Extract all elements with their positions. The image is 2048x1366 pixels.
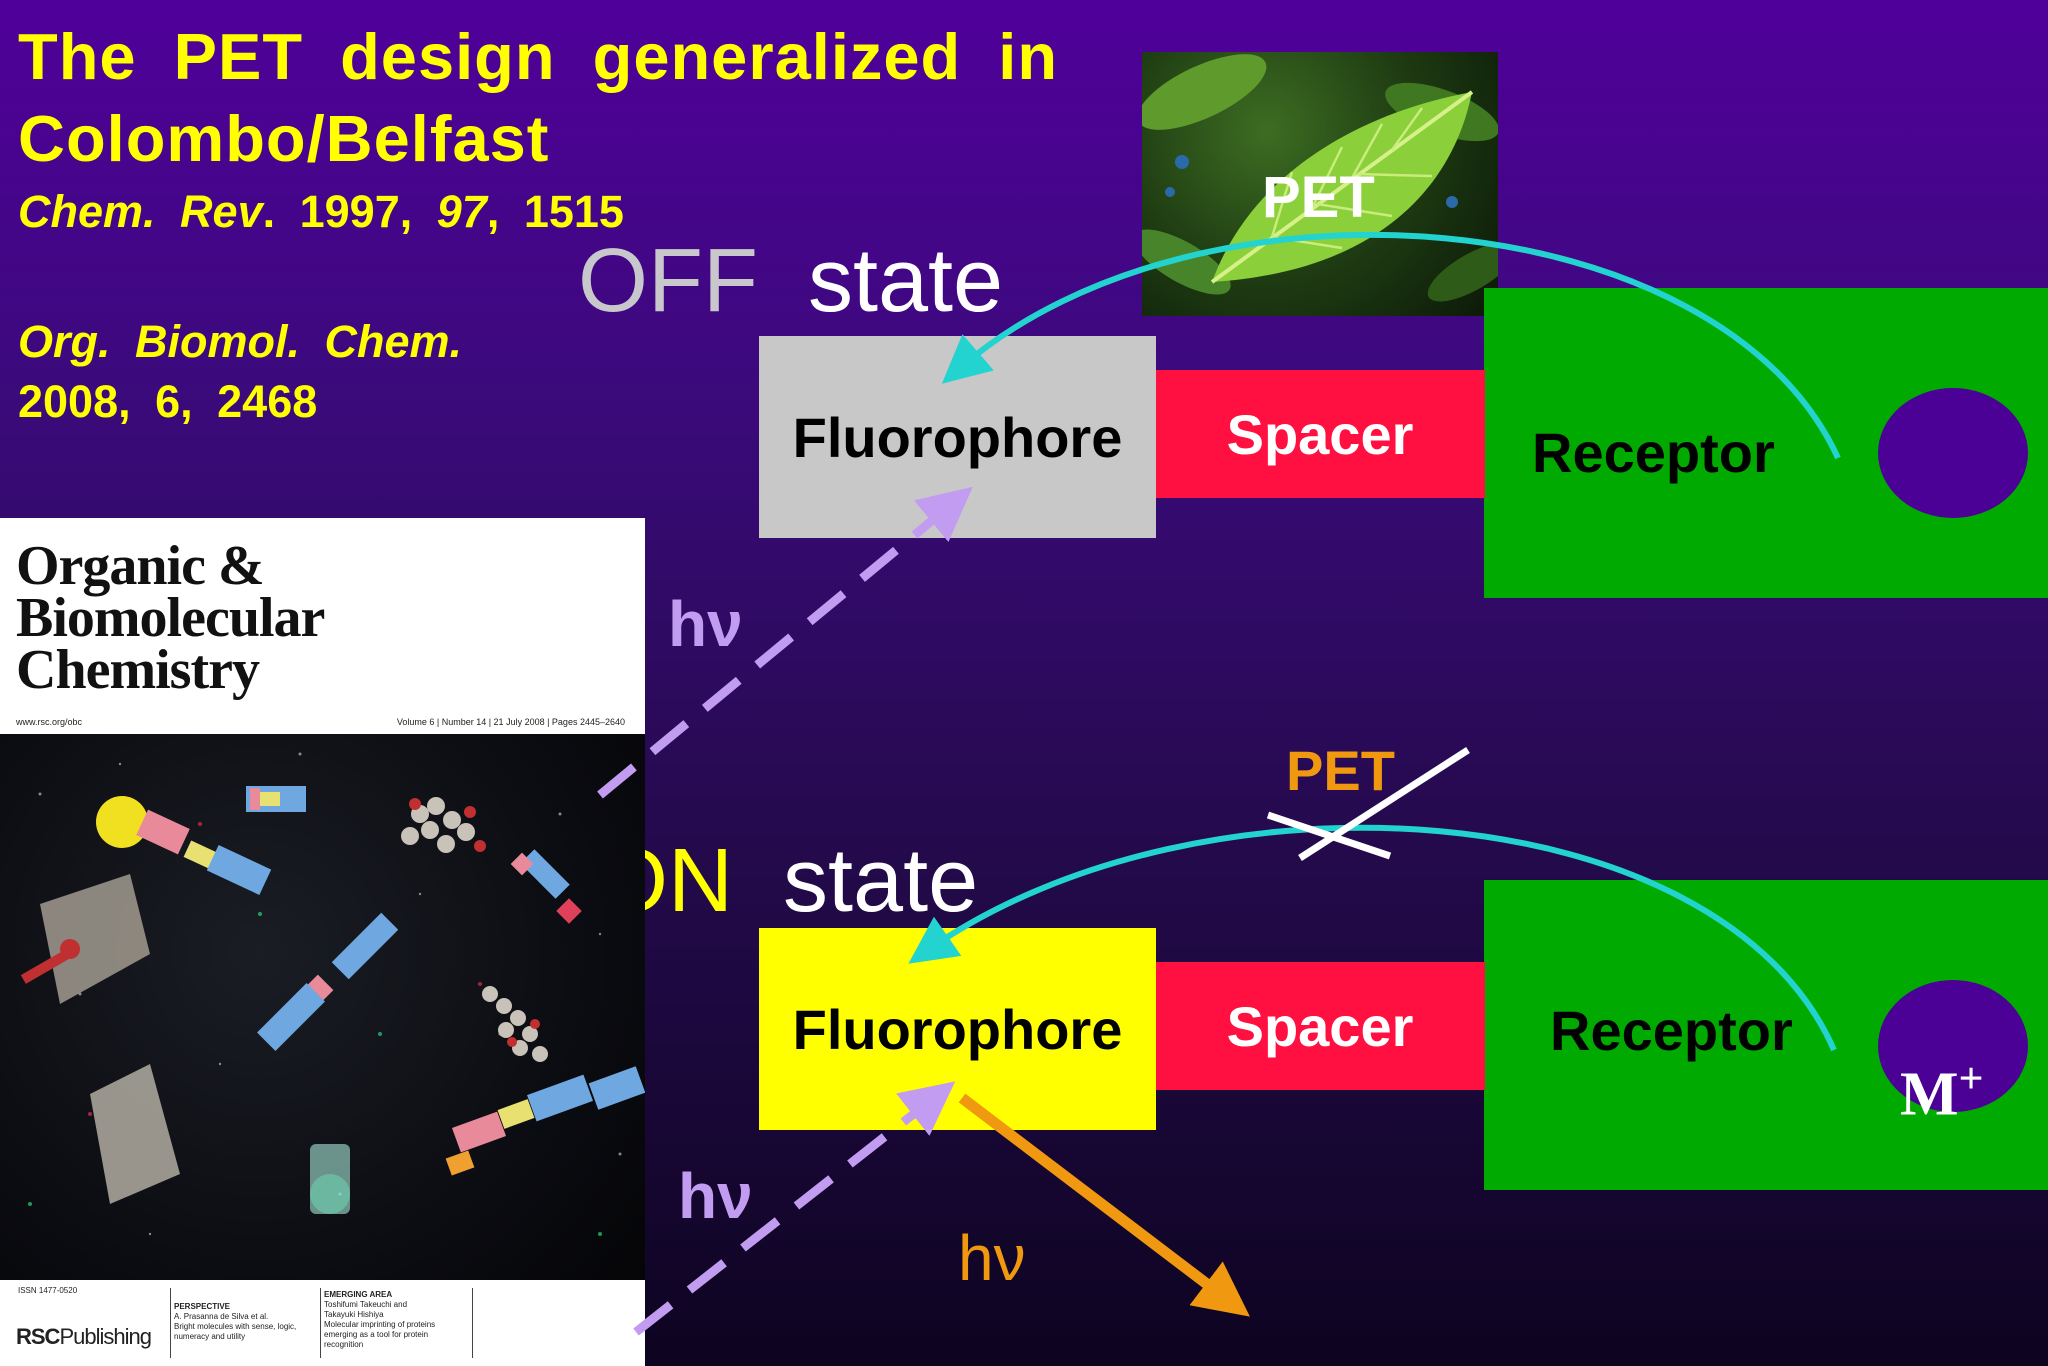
on-excitation-label: hν — [678, 1160, 753, 1232]
off-state-word: state — [807, 231, 1004, 331]
cross-mark-a — [1298, 747, 1470, 861]
ref2-citation: 2008, 6, 2468 — [18, 376, 318, 427]
off-binding-site — [1878, 388, 2028, 518]
footer-divider — [472, 1288, 473, 1358]
title-line-2: Colombo/Belfast — [18, 102, 550, 175]
journal-cover: Organic & Biomolecular Chemistry www.rsc… — [0, 518, 645, 1366]
emerging-text: Toshifumi Takeuchi and Takayuki Hishiya … — [324, 1300, 436, 1349]
on-spacer: Spacer — [1155, 962, 1485, 1090]
footer-divider — [170, 1288, 171, 1358]
off-state-label: OFF state — [578, 236, 1003, 326]
on-pet-label: PET — [1286, 739, 1395, 802]
ion-symbol: M — [1900, 1060, 1959, 1129]
leaf-photo — [1142, 52, 1498, 316]
off-pet-label: PET — [1262, 165, 1375, 230]
on-state-word: state — [783, 831, 979, 931]
on-binding-site — [1878, 980, 2028, 1112]
emerging-head: EMERGING AREA — [324, 1290, 393, 1299]
reference-obc: Org. Biomol. Chem. 2008, 6, 2468 — [18, 312, 462, 432]
perspective-head: PERSPECTIVE — [174, 1302, 231, 1311]
cover-artwork — [0, 734, 645, 1280]
publisher-logo: RSCPublishing — [16, 1324, 152, 1350]
emission-label: hν — [958, 1222, 1026, 1294]
off-excitation-arrow — [597, 486, 973, 799]
cover-url: www.rsc.org/obc — [16, 717, 83, 727]
reference-chem-rev: Chem. Rev. 1997, 97, 1515 — [18, 182, 624, 242]
off-keyword: OFF — [578, 231, 758, 331]
cover-artwork-illustration — [20, 752, 645, 1236]
leaf-illustration — [1142, 54, 1498, 302]
ref2-journal: Org. Biomol. Chem. — [18, 316, 463, 367]
cover-title: Organic & Biomolecular Chemistry — [16, 538, 325, 698]
cover-issue-bar: www.rsc.org/obc Volume 6 | Number 14 | 2… — [16, 717, 625, 727]
cover-title-line-2: Biomolecular — [16, 587, 325, 649]
on-receptor-label: Receptor — [1550, 999, 1793, 1062]
on-pet-arrow — [908, 824, 1837, 1052]
title-line-1: The PET design generalized in — [18, 20, 1059, 93]
perspective-text: A. Prasanna de Silva et al. Bright molec… — [174, 1312, 297, 1341]
off-receptor-label: Receptor — [1532, 421, 1775, 484]
cover-footer: ISSN 1477-0520 RSCPublishing PERSPECTIVE… — [0, 1280, 645, 1366]
cover-issue: Volume 6 | Number 14 | 21 July 2008 | Pa… — [396, 717, 625, 727]
footer-divider — [320, 1288, 321, 1358]
cover-title-line-3: Chemistry — [16, 639, 260, 701]
metal-ion-label: M+ — [1900, 1048, 1984, 1126]
publisher-b: Publishing — [59, 1324, 152, 1349]
ref1-journal-a: Chem. — [18, 186, 156, 237]
cover-title-line-1: Organic & — [16, 535, 265, 597]
cover-issn: ISSN 1477-0520 — [18, 1286, 78, 1295]
publisher-a: RSC — [16, 1324, 60, 1349]
cross-mark-b — [1266, 811, 1392, 860]
ref1-year: . 1997, — [262, 186, 413, 237]
on-excitation-arrow — [633, 1081, 956, 1336]
ref1-pages: , 1515 — [486, 186, 624, 237]
off-pet-arrow — [941, 231, 1841, 460]
off-excitation-label: hν — [668, 588, 743, 660]
emerging-blurb: EMERGING AREA Toshifumi Takeuchi and Tak… — [324, 1290, 435, 1350]
emission-arrow — [958, 1093, 1250, 1317]
ref1-volume: 97 — [436, 186, 487, 237]
ref1-journal-b: Rev — [180, 186, 263, 237]
slide-title: The PET design generalized in Colombo/Be… — [18, 16, 1058, 180]
off-spacer: Spacer — [1155, 370, 1485, 498]
perspective-blurb: PERSPECTIVE A. Prasanna de Silva et al. … — [174, 1302, 296, 1342]
ion-charge: + — [1958, 1054, 1984, 1103]
